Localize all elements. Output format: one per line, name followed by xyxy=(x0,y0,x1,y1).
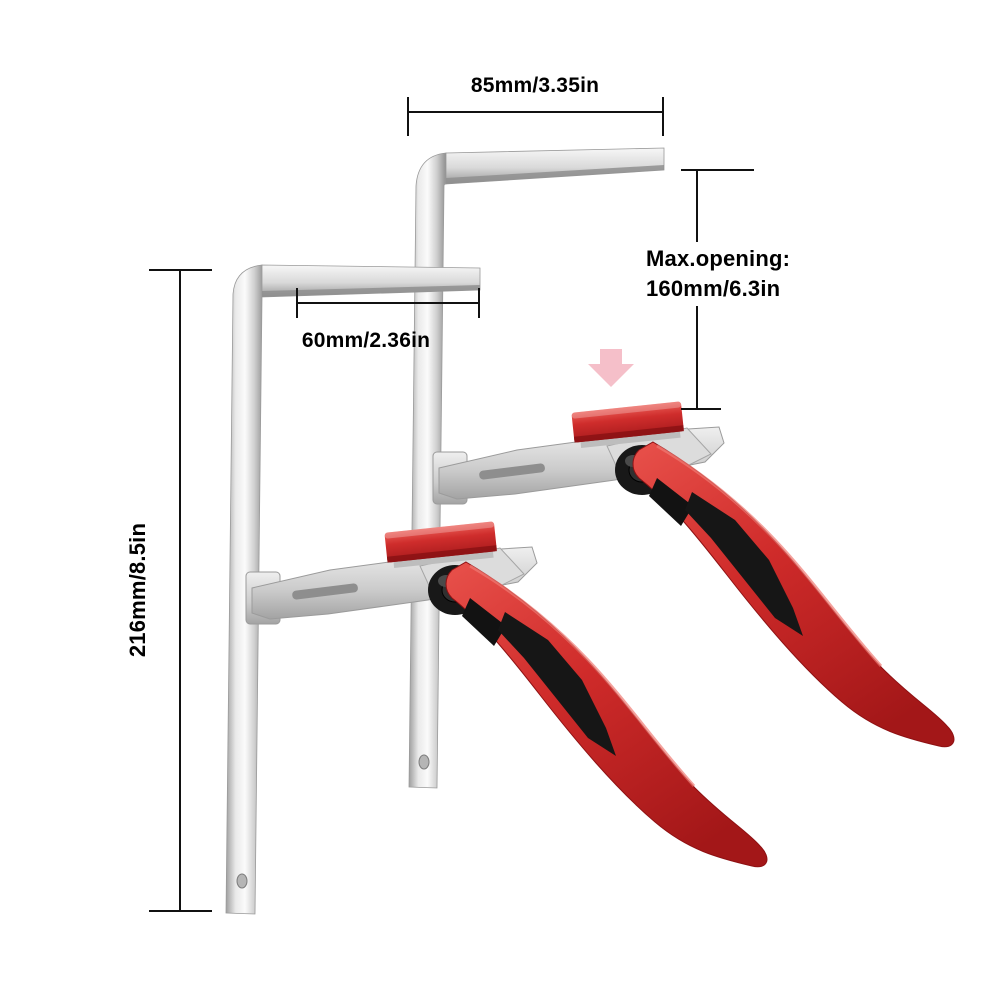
label-top-width: 85mm/3.35in xyxy=(470,74,600,97)
label-max-opening-line2: 160mm/6.3in xyxy=(646,276,781,301)
dim-tick-mid-right xyxy=(478,288,480,318)
dim-tick-left-top xyxy=(149,269,212,271)
label-max-opening-line1: Max.opening: xyxy=(646,246,791,271)
dim-tick-left-bottom xyxy=(149,910,212,912)
dim-tick-top-left xyxy=(407,97,409,136)
label-front-arm-width: 60mm/2.36in xyxy=(301,329,431,352)
dim-line-mid-horizontal xyxy=(297,302,480,304)
dim-line-top-horizontal xyxy=(408,111,664,113)
front-clamp-body xyxy=(225,264,481,915)
label-bar-length: 216mm/8.5in xyxy=(125,522,150,658)
dim-line-left-vertical xyxy=(179,270,181,912)
dim-tick-right-top xyxy=(681,169,754,171)
dim-tick-right-bottom xyxy=(681,408,721,410)
dim-tick-mid-left xyxy=(296,288,298,318)
dim-tick-top-right xyxy=(662,97,664,136)
label-max-opening: Max.opening: 160mm/6.3in xyxy=(646,242,795,306)
down-arrow-icon xyxy=(588,349,634,387)
front-clamp-jaw-lever xyxy=(244,519,769,869)
back-clamp-rail xyxy=(408,152,447,789)
back-clamp-rail-hole xyxy=(418,754,430,770)
back-clamp-body xyxy=(408,147,665,789)
front-clamp-rail-hole xyxy=(236,873,248,889)
